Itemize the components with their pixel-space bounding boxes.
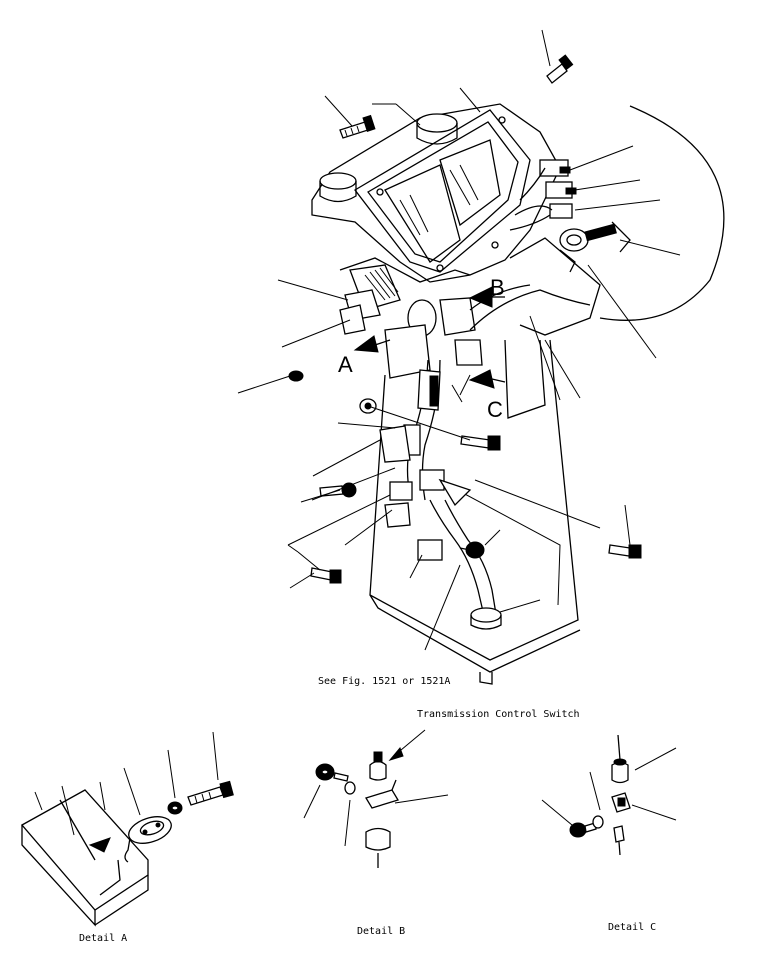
wiring-harness xyxy=(379,284,591,621)
key-switch xyxy=(559,221,631,273)
detail-c-label: Detail C xyxy=(608,922,656,933)
bolt-lower-left xyxy=(310,567,342,584)
arrow-b: B xyxy=(468,275,505,308)
instrument-panel xyxy=(354,109,531,273)
arrow-b-label: B xyxy=(490,275,505,300)
arrow-a: A xyxy=(338,335,391,377)
bolt-left-mid xyxy=(319,482,357,498)
relay-cluster-left xyxy=(339,264,401,335)
bolt-harness-clamp xyxy=(459,541,485,559)
see-fig-callout: See Fig. 1521 or 1521A xyxy=(318,676,450,687)
main-assembly: A B C See Fig. 1521 or 1521A xyxy=(237,29,725,687)
detail-a: Detail A xyxy=(20,731,234,944)
console-housing xyxy=(311,103,601,685)
bolt-center-right xyxy=(460,435,501,451)
arrow-c-label: C xyxy=(487,397,503,422)
detail-b: Transmission Control Switch Detail B xyxy=(303,709,580,937)
gauge-cylinders xyxy=(319,113,458,203)
detail-a-label: Detail A xyxy=(79,933,127,944)
relay-cluster-upper xyxy=(509,159,577,231)
arrow-a-label: A xyxy=(338,352,353,377)
bolt-top-right xyxy=(546,54,574,84)
hose-clamp xyxy=(470,607,502,630)
arrow-c: C xyxy=(468,369,506,422)
grommet-left xyxy=(288,370,304,382)
steering-arc xyxy=(599,105,725,321)
transmission-switch-callout: Transmission Control Switch xyxy=(417,709,580,720)
leader-lines-main xyxy=(237,29,681,651)
bolt-upper-left xyxy=(339,114,376,139)
detail-c: Detail C xyxy=(541,734,677,933)
bolt-right-lower xyxy=(608,544,642,559)
detail-b-label: Detail B xyxy=(357,926,405,937)
